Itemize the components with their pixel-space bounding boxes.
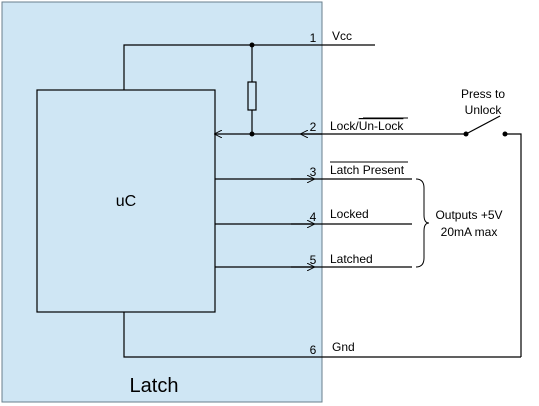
switch-return-wire <box>505 133 522 357</box>
pin-4-name: Locked <box>330 207 369 221</box>
pullup-resistor <box>247 81 257 111</box>
pin-1-name: Vcc <box>332 29 352 43</box>
pin-6-name: Gnd <box>332 340 355 354</box>
outputs-note-line2: 20mA max <box>441 225 498 239</box>
uc-box <box>36 89 216 313</box>
latch-module-label: Latch <box>130 375 179 397</box>
pin-2-name-plain: Lock/ <box>330 119 359 133</box>
pin-2-name-overline: Un-Lock <box>359 119 405 133</box>
gnd-wire <box>123 312 521 358</box>
pin-3-number: 3 <box>310 165 317 179</box>
pin-2-number: 2 <box>310 120 317 134</box>
pin-5-number: 5 <box>310 253 317 267</box>
vcc-wire <box>123 44 375 90</box>
outputs-note-line1: Outputs +5V <box>435 208 502 222</box>
uc-label: uC <box>116 193 136 210</box>
pin-2-name: Lock/Un-Lock <box>330 119 404 133</box>
switch-label-line1: Press to <box>461 87 505 101</box>
pin-1-number: 1 <box>310 31 317 45</box>
pin-4-number: 4 <box>310 210 317 224</box>
pin-5-name: Latched <box>330 252 373 266</box>
outputs-brace <box>415 178 430 268</box>
switch-label-line2: Unlock <box>465 103 503 117</box>
pin-3-name: Latch Present <box>330 163 405 177</box>
switch-lever <box>465 115 501 135</box>
pin-6-number: 6 <box>310 343 317 357</box>
